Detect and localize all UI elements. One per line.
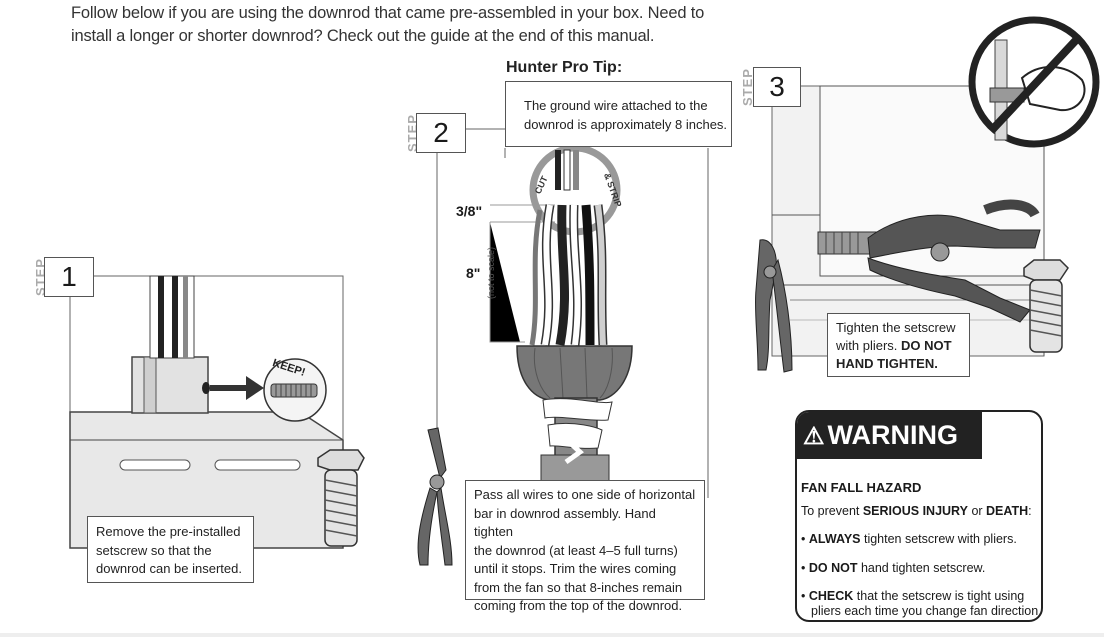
step1-note-line: Remove the pre-installed: [96, 524, 241, 539]
item1-text: tighten setscrew with pliers.: [860, 532, 1017, 546]
prevent-pre: To prevent: [801, 504, 863, 518]
step1-note-line: setscrew so that the: [96, 542, 212, 558]
tip-title: Hunter Pro Tip:: [506, 59, 623, 76]
item2-text: hand tighten setscrew.: [857, 561, 986, 575]
prevent-mid: or: [967, 504, 987, 518]
step2-note-line: from the fan so that 8-inches remain: [474, 579, 683, 595]
step2-note-line: coming from the top of the downrod.: [474, 598, 683, 613]
dimension-8: 8": [466, 265, 481, 281]
step3-number: 3: [753, 67, 801, 107]
tip-line: The ground wire attached to the: [524, 98, 708, 113]
step2-note: Pass all wires to one side of horizontal…: [465, 480, 705, 613]
warning-item-3: • CHECK that the setscrew is tight using: [801, 589, 1025, 603]
prevent-end: :: [1028, 504, 1032, 518]
item1-bold: ALWAYS: [808, 532, 861, 546]
step1-illustration: [69, 275, 365, 549]
warning-box: ⚠WARNING FAN FALL HAZARD To prevent SERI…: [795, 410, 1043, 622]
step2-note-line: until it stops. Trim the wires coming: [474, 561, 677, 576]
no-hand-icon: [968, 16, 1100, 148]
warning-item-1: • ALWAYS tighten setscrew with pliers.: [801, 532, 1017, 546]
not-to-scale-label: (not to scale): [486, 246, 496, 300]
step2-note-line: the downrod (at least 4–5 full turns): [474, 542, 678, 558]
intro-line-1: Follow below if you are using the downro…: [71, 4, 705, 22]
intro-text: Follow below if you are using the downro…: [71, 2, 771, 48]
prevent-serious-injury: SERIOUS INJURY: [862, 504, 968, 518]
warning-item-2: • DO NOT hand tighten setscrew.: [801, 561, 986, 575]
warning-header: ⚠WARNING: [797, 412, 982, 459]
warning-title: WARNING: [827, 420, 959, 450]
item3-text: that the setscrew is tight using: [853, 589, 1025, 603]
tip-box: The ground wire attached to the downrod …: [505, 81, 732, 147]
prevent-line: To prevent SERIOUS INJURY or DEATH:: [801, 504, 1041, 519]
item2-bold: DO NOT: [808, 561, 858, 575]
step2-note-line: Pass all wires to one side of horizontal: [474, 487, 696, 502]
step1-note-line: downrod can be inserted.: [96, 561, 242, 576]
tip-line: downrod is approximately 8 inches.: [524, 117, 728, 132]
pliers-icon: [417, 427, 453, 566]
prevent-death: DEATH: [986, 504, 1029, 518]
step3-note-line-2a: with pliers.: [836, 338, 902, 353]
step1-note: Remove the pre-installed setscrew so tha…: [87, 516, 254, 583]
intro-line-2: install a longer or shorter downrod? Che…: [71, 27, 655, 45]
step3-note-line-2b: DO NOT: [901, 338, 952, 353]
setscrew-icon: [270, 383, 318, 398]
page-bottom-edge: [0, 633, 1104, 637]
warning-item-3-line-2: pliers each time you change fan directio…: [811, 604, 1042, 618]
step1-number: 1: [44, 257, 94, 297]
step3-note-line-1: Tighten the setscrew: [836, 320, 956, 335]
step3-illustration: [754, 16, 1100, 373]
step2-number: 2: [416, 113, 466, 153]
warning-triangle-icon: ⚠: [803, 423, 825, 450]
step2-illustration: [417, 128, 709, 566]
step3-note: Tighten the setscrew with pliers. DO NOT…: [827, 313, 970, 377]
dimension-3-8: 3/8": [456, 203, 483, 219]
step2-note-line: bar in downrod assembly. Hand tighten: [474, 505, 656, 540]
bolt-icon: [317, 449, 365, 547]
step3-note-line-3: HAND TIGHTEN.: [836, 356, 938, 371]
item3-bold: CHECK: [808, 589, 854, 603]
hazard-title: FAN FALL HAZARD: [801, 480, 922, 495]
